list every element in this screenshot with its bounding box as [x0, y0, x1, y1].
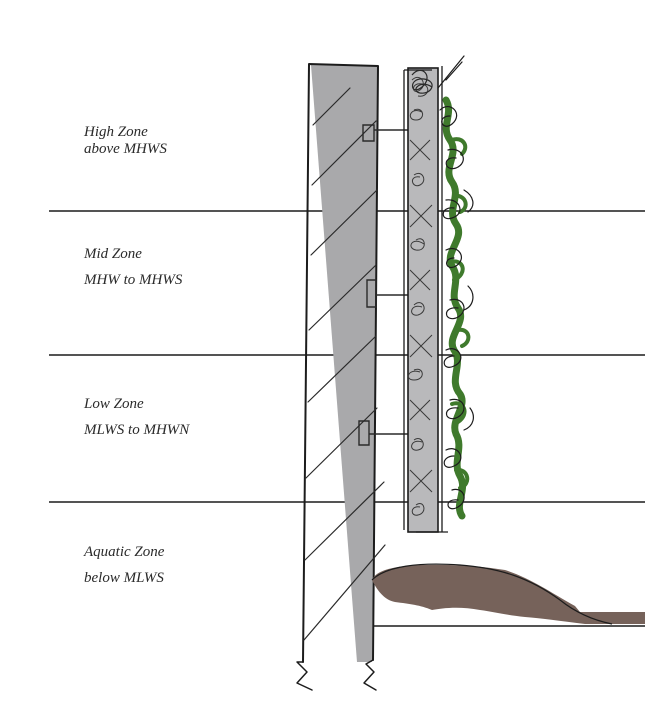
zone-range-aquatic: below MLWS [84, 570, 164, 587]
seawall-base [296, 659, 377, 691]
habitat-panel [403, 66, 448, 533]
zone-range-low: MLWS to MHWN [84, 422, 190, 439]
vegetation-outline [437, 55, 474, 510]
seawall-hatching [303, 87, 386, 641]
panel-body [407, 67, 439, 533]
zone-label-high: High Zone above MHWS [84, 124, 167, 159]
zone-range-high: above MHWS [84, 141, 167, 158]
zone-name-high: High Zone [84, 124, 148, 140]
seawall-outline [302, 63, 379, 663]
zone-label-low: Low Zone MLWS to MHWN [84, 396, 189, 440]
seawall [296, 63, 386, 691]
seawall-shadow [311, 65, 378, 662]
zone-range-mid: MHW to MHWS [84, 272, 183, 289]
zone-label-aquatic: Aquatic Zone below MLWS [84, 544, 164, 588]
seabed [371, 563, 645, 627]
zone-label-mid: Mid Zone MHW to MHWS [84, 246, 182, 290]
vegetation [437, 55, 474, 520]
zone-name-mid: Mid Zone [84, 246, 142, 262]
sediment-outline [371, 563, 613, 625]
sediment-mound [372, 564, 645, 624]
panel-top-scribble [411, 69, 433, 94]
zone-name-aquatic: Aquatic Zone [84, 544, 165, 560]
zone-name-low: Low Zone [84, 396, 144, 412]
